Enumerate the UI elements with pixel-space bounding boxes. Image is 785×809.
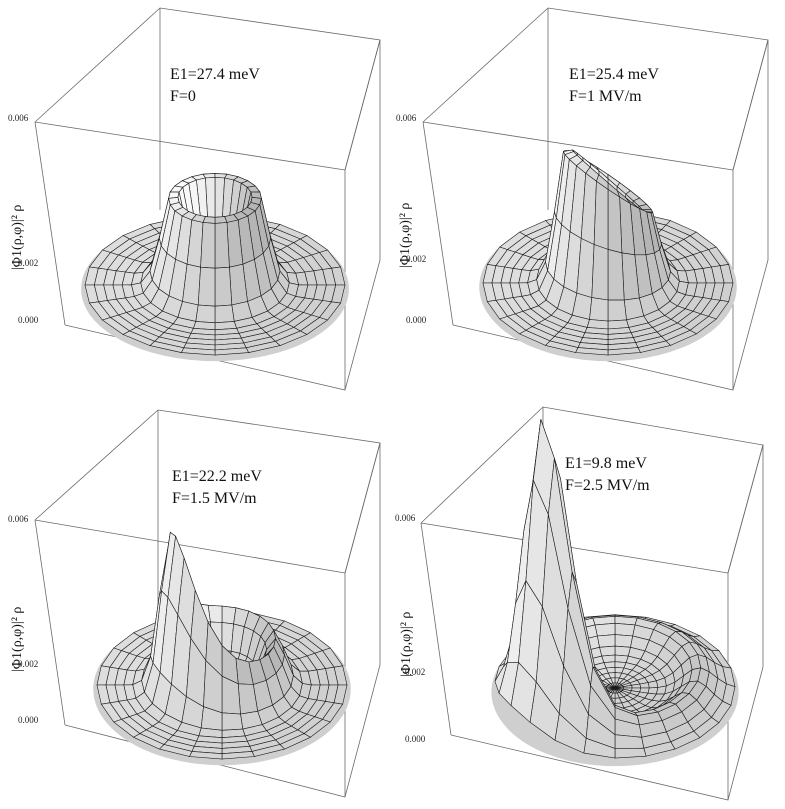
- annotation: E1=25.4 meV F=1 MV/m: [569, 64, 659, 108]
- z-axis-ticks: 0.006 0.002 0.000: [8, 113, 39, 325]
- z-axis-label: |Φ1(ρ,φ)|² ρ: [10, 606, 25, 672]
- z-tick: 0.006: [8, 113, 29, 123]
- z-tick: 0.002: [405, 667, 425, 677]
- field-label: F=2.5 MV/m: [565, 477, 650, 494]
- field-label: F=0: [170, 88, 196, 105]
- z-axis-label: |Φ1(ρ,φ)|² ρ: [399, 611, 414, 677]
- z-tick: 0.002: [18, 659, 38, 669]
- field-label: F=1 MV/m: [569, 88, 642, 105]
- energy-label: E1=25.4 meV: [569, 66, 659, 83]
- probability-density-surface: [491, 419, 739, 767]
- z-tick: 0.002: [18, 258, 38, 268]
- surface-plot-3: 0.006 0.002 0.000: [8, 409, 381, 798]
- surface-plot-4: 0.006 0.002 0.000: [395, 406, 764, 801]
- field-label: F=1.5 MV/m: [172, 490, 257, 507]
- surface-cell: [594, 622, 616, 637]
- annotation: E1=27.4 meV F=0: [170, 64, 260, 108]
- z-tick: 0.000: [405, 734, 426, 744]
- surface-panel-3: 0.006 0.002 0.000 |Φ1(ρ,φ)|² ρ E1=22.2 m…: [0, 405, 392, 809]
- surface-cell: [614, 747, 647, 759]
- z-axis-label: |Φ1(ρ,φ)|² ρ: [398, 202, 413, 268]
- surface-cell: [607, 188, 623, 254]
- surface-cell: [607, 249, 625, 301]
- surface-cell: [599, 645, 616, 657]
- surface-cell: [214, 266, 233, 307]
- plot-box: [422, 7, 769, 391]
- surface-cell: [200, 222, 216, 269]
- surface-panel-4: 0.006 0.002 0.000 |Φ1(ρ,φ)|² ρ E1=9.8 me…: [393, 405, 785, 809]
- surface-cell: [614, 634, 634, 648]
- surface-cell: [593, 180, 609, 250]
- probability-density-surface: [479, 149, 737, 362]
- surface-cell: [214, 222, 230, 269]
- z-axis-ticks: 0.006 0.002 0.000: [396, 113, 427, 325]
- surface-plot-2: 0.006 0.002 0.000: [396, 7, 769, 391]
- z-tick: 0.006: [8, 514, 29, 524]
- surface-cell: [189, 751, 223, 760]
- z-axis-label: |Φ1(ρ,φ)|² ρ: [10, 204, 25, 270]
- z-axis-ticks: 0.006 0.002 0.000: [395, 513, 426, 744]
- surface-cell: [214, 304, 235, 324]
- surface-panel-1: 0.006 0.002 0.000 |Φ1(ρ,φ)|² ρ E1=27.4 m…: [0, 0, 392, 404]
- energy-label: E1=22.2 meV: [172, 468, 262, 485]
- surface-cell: [197, 266, 216, 307]
- z-tick: 0.006: [395, 513, 416, 523]
- surface-cell: [575, 347, 609, 356]
- z-tick: 0.002: [406, 254, 426, 264]
- z-tick: 0.000: [18, 715, 39, 725]
- surface-cell: [596, 634, 616, 648]
- surface-cell: [614, 645, 631, 657]
- probability-density-surface: [93, 531, 351, 766]
- surface-cell: [195, 304, 216, 324]
- surface-cell: [614, 622, 636, 637]
- surface-panel-2: 0.006 0.002 0.000 |Φ1(ρ,φ)|² ρ E1=25.4 m…: [393, 0, 785, 404]
- z-tick: 0.000: [18, 315, 39, 325]
- energy-label: E1=9.8 meV: [565, 455, 647, 472]
- surface-cell: [180, 347, 216, 356]
- surface-cell: [583, 737, 616, 759]
- z-tick: 0.000: [406, 315, 427, 325]
- z-axis-ticks: 0.006 0.002 0.000: [8, 514, 39, 725]
- surface-cell: [607, 299, 627, 322]
- energy-label: E1=27.4 meV: [170, 66, 260, 83]
- probability-density-surface: [81, 173, 349, 362]
- surface-cell: [589, 297, 609, 322]
- annotation: E1=22.2 meV F=1.5 MV/m: [172, 466, 262, 510]
- surface-cell: [221, 712, 244, 731]
- annotation: E1=9.8 meV F=2.5 MV/m: [565, 453, 650, 497]
- surface-plot-1: 0.006 0.002 0.000: [8, 7, 381, 391]
- z-tick: 0.006: [396, 113, 417, 123]
- surface-cell: [591, 244, 609, 301]
